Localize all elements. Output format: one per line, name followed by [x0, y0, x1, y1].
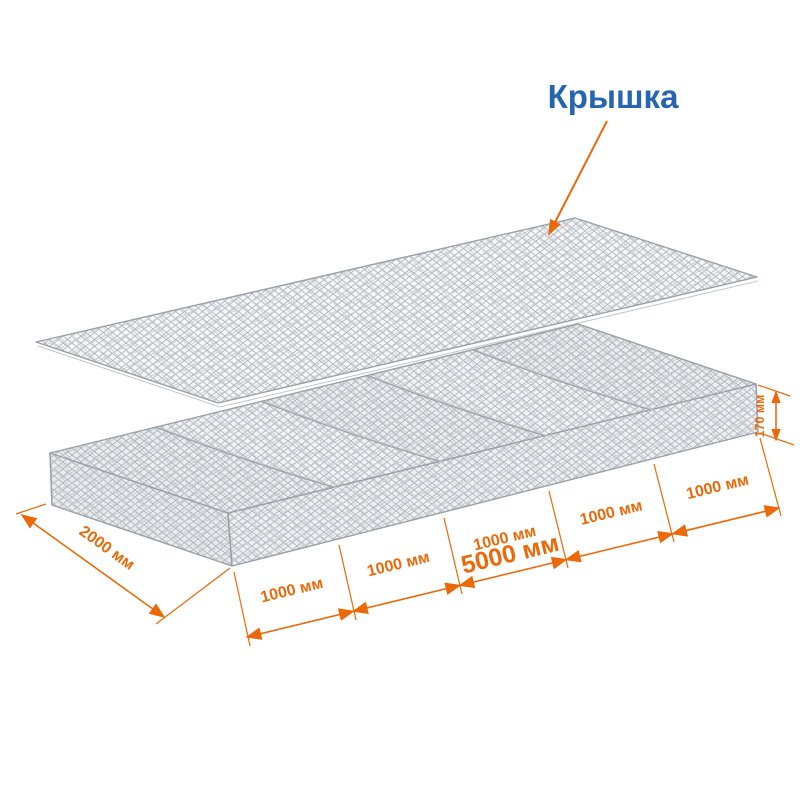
box-partitions	[155, 349, 656, 489]
dimension-label-1000-2: 1000 мм	[365, 549, 431, 581]
cell-5	[472, 324, 756, 410]
gabion-box	[49, 323, 759, 567]
box-left-face	[49, 452, 233, 567]
width-extension-line-2	[155, 567, 231, 625]
box-top-face	[49, 323, 757, 514]
lid-callout-leader	[548, 120, 608, 236]
height-dimension: 170 мм	[753, 384, 795, 446]
height-extension-line-1	[757, 384, 791, 397]
box-corner-edges	[49, 383, 759, 567]
width-extension-line-1	[15, 503, 47, 515]
lid-outline	[35, 217, 758, 404]
lid-callout-label: Крышка	[548, 78, 680, 115]
lid-panel	[35, 217, 759, 408]
dimension-label-1000-1: 1000 мм	[259, 575, 325, 607]
cell-1	[50, 427, 334, 513]
dimension-label-170: 170 мм	[753, 395, 767, 438]
lid-thickness-edge	[37, 280, 759, 408]
lid-mesh-texture-overlay	[36, 218, 757, 403]
cell-3	[261, 375, 545, 462]
dimension-label-1000-5: 1000 мм	[685, 472, 751, 504]
lid-callout: Крышка	[548, 78, 680, 236]
length-dimension-arrows	[245, 505, 781, 640]
width-dimension-arrow	[20, 514, 166, 618]
dimension-label-1000-4: 1000 мм	[578, 497, 644, 529]
